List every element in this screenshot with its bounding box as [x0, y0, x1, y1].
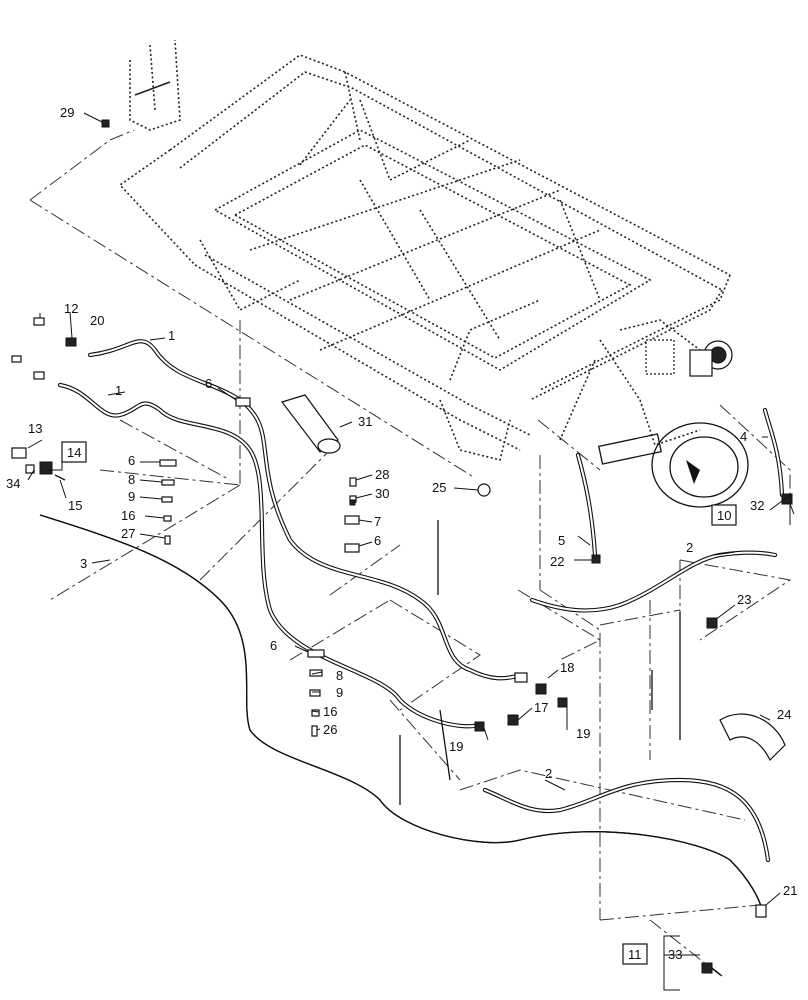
callout-23: 23 — [737, 592, 751, 607]
callout-14: 14 — [67, 445, 81, 460]
callout-12: 12 — [64, 301, 78, 316]
callout-19: 19 — [449, 739, 463, 754]
callout-30: 30 — [375, 486, 389, 501]
callout-31: 31 — [358, 414, 372, 429]
callout-7: 7 — [374, 514, 381, 529]
callout-33: 33 — [668, 947, 682, 962]
callout-29: 29 — [60, 105, 74, 120]
callout-3: 3 — [80, 556, 87, 571]
callout-8: 8 — [336, 668, 343, 683]
callout-16: 16 — [323, 704, 337, 719]
hoses — [39, 339, 785, 911]
callout-6: 6 — [128, 453, 135, 468]
callout-4: 4 — [740, 429, 747, 444]
fittings-and-parts — [11, 119, 793, 977]
callout-11: 11 — [628, 947, 642, 962]
callout-2: 2 — [686, 540, 693, 555]
callout-14-box — [61, 441, 87, 463]
callout-8: 8 — [128, 472, 135, 487]
callout-6: 6 — [270, 638, 277, 653]
callout-19: 19 — [576, 726, 590, 741]
callout-1: 1 — [168, 328, 175, 343]
wheel — [598, 422, 749, 508]
callout-15: 15 — [68, 498, 82, 513]
callout-22: 22 — [550, 554, 564, 569]
callout-9: 9 — [128, 489, 135, 504]
callout-34: 34 — [6, 476, 20, 491]
callout-labels: 1 1 2 2 3 4 5 6 6 6 6 7 8 8 9 9 10 11 12… — [6, 105, 797, 965]
callout-6: 6 — [374, 533, 381, 548]
callout-32: 32 — [750, 498, 764, 513]
callout-11-box — [622, 943, 648, 965]
callout-27: 27 — [121, 526, 135, 541]
callout-1: 1 — [115, 383, 122, 398]
callout-9: 9 — [336, 685, 343, 700]
callout-21: 21 — [783, 883, 797, 898]
callout-2: 2 — [545, 766, 552, 781]
callout-24: 24 — [777, 707, 791, 722]
callout-13: 13 — [28, 421, 42, 436]
callout-16: 16 — [121, 508, 135, 523]
callout-25: 25 — [432, 480, 446, 495]
callout-5: 5 — [558, 533, 565, 548]
callout-20: 20 — [90, 313, 104, 328]
phantom-lines — [29, 129, 792, 976]
leader-lines — [27, 112, 795, 991]
callout-26: 26 — [323, 722, 337, 737]
callout-18: 18 — [560, 660, 574, 675]
callout-6: 6 — [205, 376, 212, 391]
callout-17: 17 — [534, 700, 548, 715]
callout-10: 10 — [717, 508, 731, 523]
callout-28: 28 — [375, 467, 389, 482]
hydraulic-motor — [645, 339, 733, 377]
machine-frame — [118, 39, 731, 461]
callout-10-box — [711, 504, 737, 526]
